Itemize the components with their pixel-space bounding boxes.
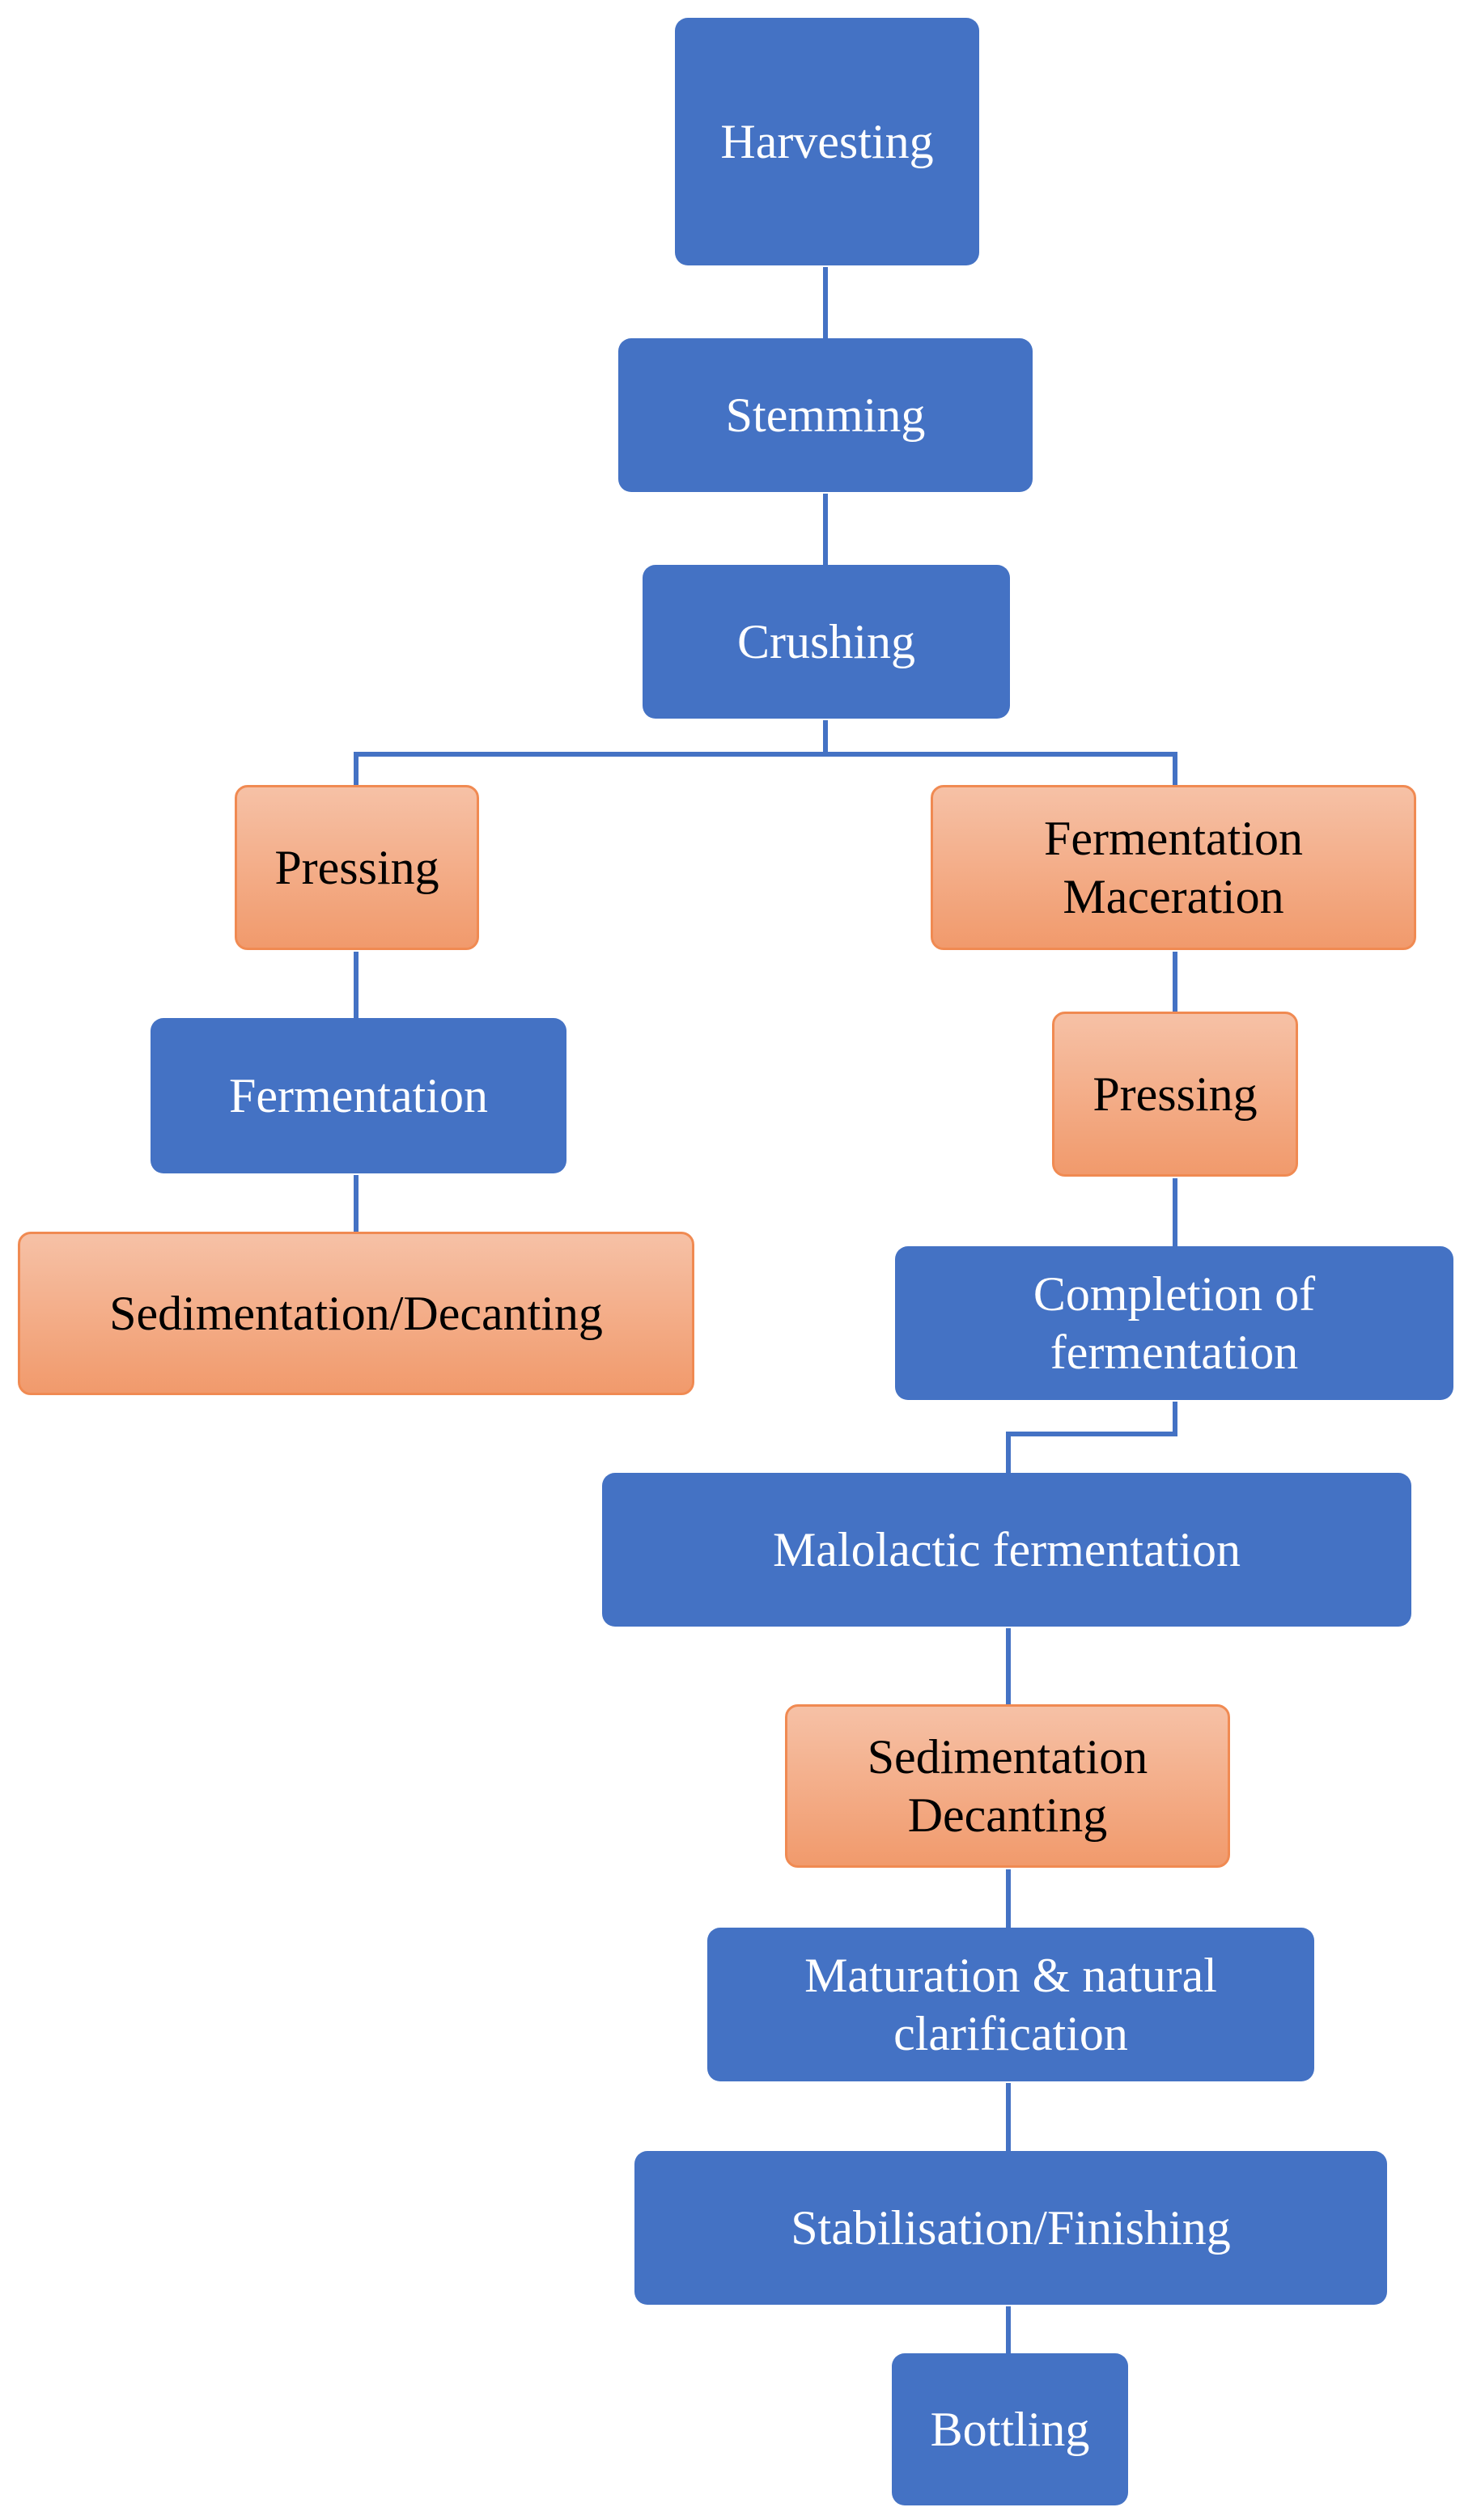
step-bottling: Bottling <box>892 2353 1128 2505</box>
step-stemming-label: Stemming <box>725 388 926 442</box>
step-maturation-line-1: Maturation & natural <box>804 1949 1217 2002</box>
step-completion-line-1: Completion of <box>1033 1267 1316 1321</box>
step-stabilisation-finishing-label: Stabilisation/Finishing <box>791 2201 1231 2255</box>
step-maturation-line-2: clarification <box>893 2007 1128 2060</box>
step-crushing-label: Crushing <box>736 615 916 668</box>
step-pressing-white-label: Pressing <box>274 841 439 894</box>
connector-crushing-branch <box>354 720 828 785</box>
step-fermentation-maceration: Fermentation Maceration <box>931 785 1416 950</box>
connector-crushing-red-branch <box>825 752 1177 785</box>
step-bottling-label: Bottling <box>930 2403 1090 2456</box>
step-pressing-red: Pressing <box>1052 1012 1298 1177</box>
step-fermentation-white-label: Fermentation <box>229 1069 488 1122</box>
step-maturation-clarification: Maturation & natural clarification <box>707 1928 1314 2081</box>
step-malolactic-fermentation-label: Malolactic fermentation <box>772 1523 1241 1576</box>
step-fermentation-white: Fermentation <box>151 1018 566 1173</box>
step-sedimentation-decanting-red: Sedimentation Decanting <box>785 1704 1230 1868</box>
step-pressing-white: Pressing <box>235 785 479 950</box>
step-harvesting: Harvesting <box>675 18 979 265</box>
connector-completion-malolactic <box>1006 1402 1177 1473</box>
step-fermentation-maceration-line-2: Maceration <box>1063 870 1284 923</box>
step-fermentation-maceration-line-1: Fermentation <box>1044 812 1303 865</box>
step-completion-of-fermentation: Completion of fermentation <box>895 1246 1453 1400</box>
step-sedimentation-red-line-2: Decanting <box>907 1788 1108 1842</box>
step-pressing-red-label: Pressing <box>1093 1067 1258 1121</box>
step-completion-line-2: fermentation <box>1050 1326 1299 1379</box>
step-sedimentation-decanting-white: Sedimentation/Decanting <box>18 1232 694 1395</box>
step-crushing: Crushing <box>643 565 1010 719</box>
step-sedimentation-decanting-white-label: Sedimentation/Decanting <box>109 1287 603 1340</box>
step-stabilisation-finishing: Stabilisation/Finishing <box>634 2151 1387 2305</box>
step-malolactic-fermentation: Malolactic fermentation <box>602 1473 1411 1627</box>
step-harvesting-label: Harvesting <box>720 115 934 168</box>
step-stemming: Stemming <box>618 338 1033 492</box>
step-sedimentation-red-line-1: Sedimentation <box>867 1730 1148 1784</box>
